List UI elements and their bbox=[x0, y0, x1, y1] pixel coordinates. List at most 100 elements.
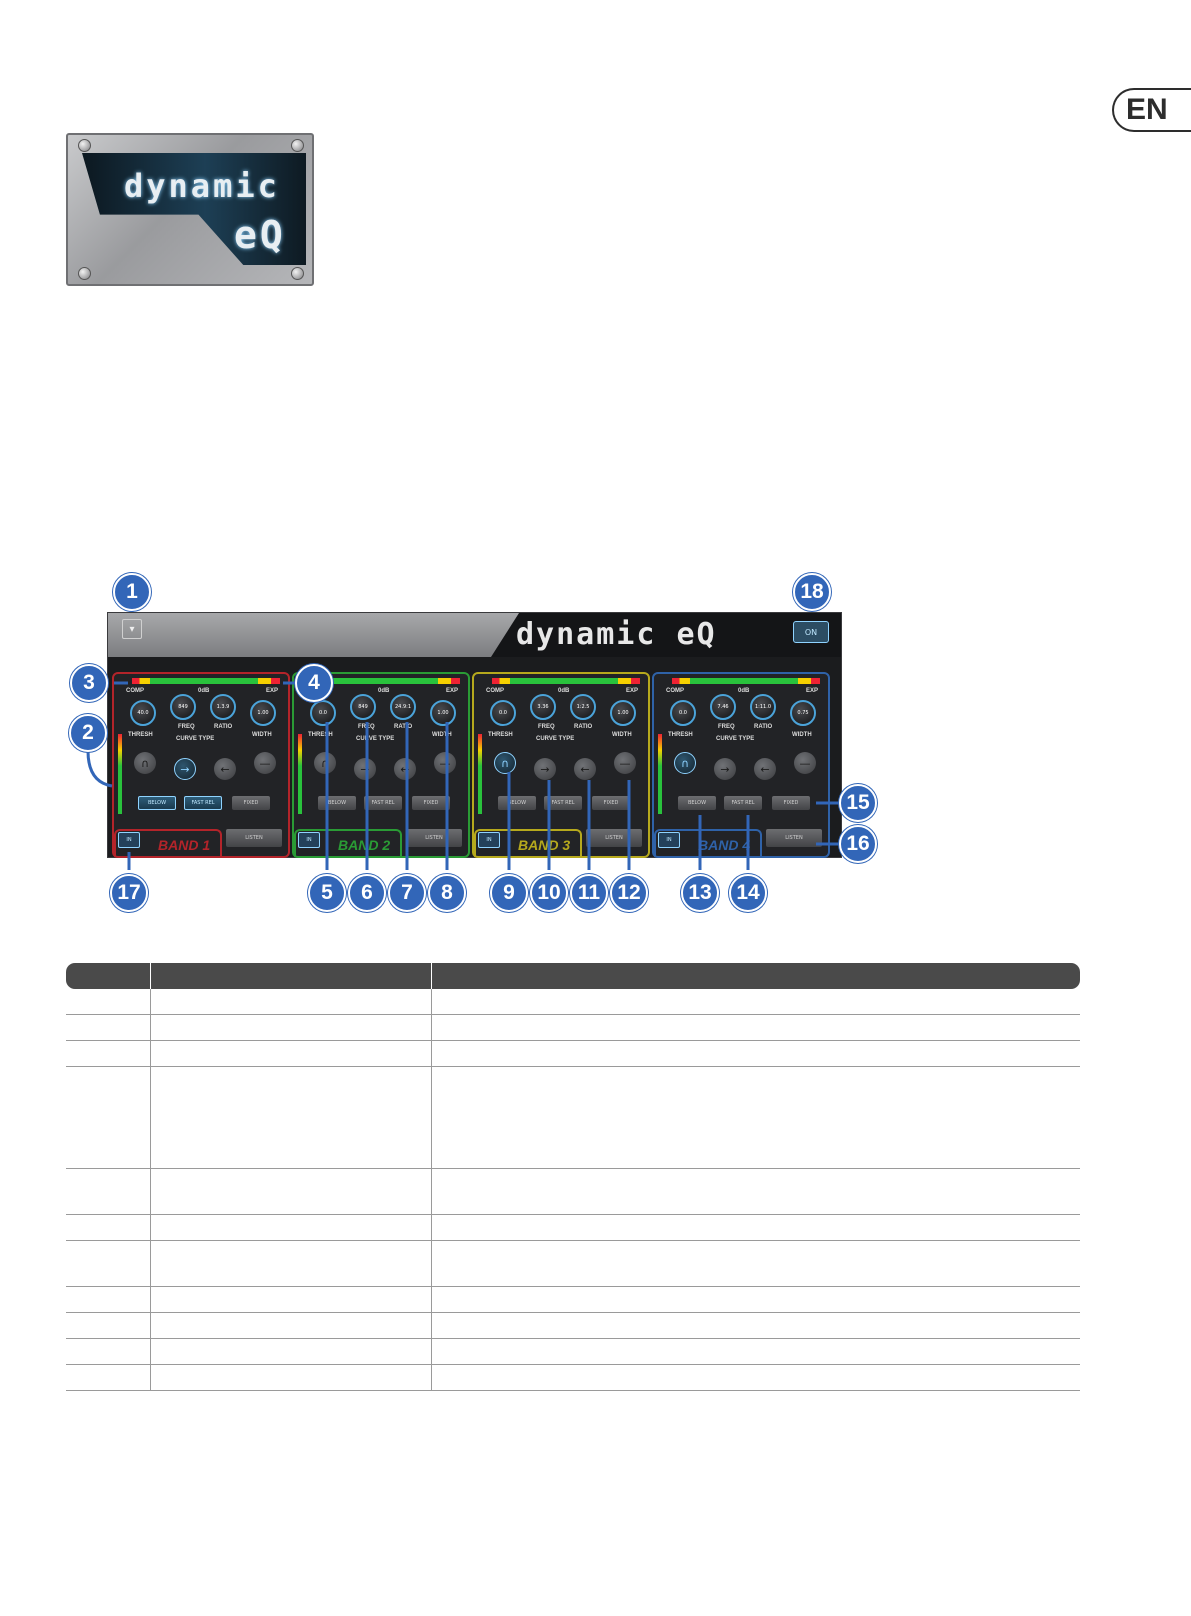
table-row bbox=[66, 1365, 1080, 1391]
ratio-knob[interactable]: 24.9:1 bbox=[390, 694, 416, 720]
bell-curve-icon: ∩ bbox=[680, 756, 690, 770]
curve-notch-button[interactable]: — bbox=[434, 752, 456, 774]
table-cell bbox=[432, 1015, 1080, 1040]
fast-rel-button[interactable]: FAST REL bbox=[184, 796, 222, 810]
table-cell bbox=[432, 1313, 1080, 1338]
curve-low-shelf-button[interactable]: → bbox=[354, 758, 376, 780]
callout-18: 18 bbox=[793, 573, 831, 611]
flat-line-icon: — bbox=[439, 756, 451, 770]
comp-label: COMP bbox=[486, 688, 504, 694]
curve-low-shelf-button[interactable]: → bbox=[714, 758, 736, 780]
low-shelf-icon: → bbox=[720, 762, 730, 776]
table-cell bbox=[66, 1287, 151, 1312]
ratio-knob[interactable]: 1:2.5 bbox=[570, 694, 596, 720]
on-button[interactable]: ON bbox=[793, 621, 829, 643]
curve-notch-button[interactable]: — bbox=[254, 752, 276, 774]
odb-label: 0dB bbox=[738, 688, 750, 694]
thresh-knob[interactable]: 40.0 bbox=[130, 700, 156, 726]
collapse-button[interactable]: ▾ bbox=[122, 619, 142, 639]
table-cell bbox=[432, 1169, 1080, 1214]
thresh-knob[interactable]: 0.0 bbox=[310, 700, 336, 726]
table-row bbox=[66, 1339, 1080, 1365]
curve-bell-button[interactable]: ∩ bbox=[674, 752, 696, 774]
below-button[interactable]: BELOW bbox=[678, 796, 716, 810]
width-knob[interactable]: 1.00 bbox=[250, 700, 276, 726]
table-cell bbox=[66, 1041, 151, 1066]
low-shelf-icon: → bbox=[540, 762, 550, 776]
width-label: WIDTH bbox=[432, 732, 452, 738]
curve-high-shelf-button[interactable]: ← bbox=[754, 758, 776, 780]
exp-label: EXP bbox=[266, 688, 279, 694]
fixed-button[interactable]: FIXED bbox=[232, 796, 270, 810]
curve-low-shelf-button[interactable]: → bbox=[174, 758, 196, 780]
width-label: WIDTH bbox=[252, 732, 272, 738]
table-cell bbox=[432, 1067, 1080, 1168]
level-meter bbox=[312, 678, 460, 684]
curve-low-shelf-button[interactable]: → bbox=[534, 758, 556, 780]
level-meter bbox=[492, 678, 640, 684]
curve-high-shelf-button[interactable]: ← bbox=[214, 758, 236, 780]
band-in-button[interactable]: IN bbox=[298, 832, 320, 848]
freq-knob[interactable]: 3.36 bbox=[530, 694, 556, 720]
band-in-button[interactable]: IN bbox=[658, 832, 680, 848]
screw-icon bbox=[78, 267, 91, 280]
fixed-button[interactable]: FIXED bbox=[772, 796, 810, 810]
fixed-button[interactable]: FIXED bbox=[592, 796, 630, 810]
exp-label: EXP bbox=[446, 688, 459, 694]
width-knob[interactable]: 1.00 bbox=[430, 700, 456, 726]
width-label: WIDTH bbox=[792, 732, 812, 738]
freq-knob[interactable]: 7.46 bbox=[710, 694, 736, 720]
table-cell bbox=[432, 989, 1080, 1014]
table-cell bbox=[432, 1215, 1080, 1240]
curve-high-shelf-button[interactable]: ← bbox=[394, 758, 416, 780]
high-shelf-icon: ← bbox=[220, 762, 230, 776]
band-label: BAND 4 bbox=[654, 829, 762, 857]
fast-rel-button[interactable]: FAST REL bbox=[544, 796, 582, 810]
bell-curve-icon: ∩ bbox=[500, 756, 510, 770]
listen-button[interactable]: LISTEN bbox=[226, 829, 282, 847]
curve-bell-button[interactable]: ∩ bbox=[494, 752, 516, 774]
listen-button[interactable]: LISTEN bbox=[766, 829, 822, 847]
fixed-button[interactable]: FIXED bbox=[412, 796, 450, 810]
ratio-label: RATIO bbox=[394, 724, 413, 730]
curve-high-shelf-button[interactable]: ← bbox=[574, 758, 596, 780]
fast-rel-button[interactable]: FAST REL bbox=[724, 796, 762, 810]
low-shelf-icon: → bbox=[180, 762, 190, 776]
header-dark-strip bbox=[491, 613, 841, 657]
band-in-button[interactable]: IN bbox=[118, 832, 140, 848]
thresh-knob[interactable]: 0.0 bbox=[490, 700, 516, 726]
callout-15: 15 bbox=[839, 784, 877, 822]
fast-rel-button[interactable]: FAST REL bbox=[364, 796, 402, 810]
band-in-button[interactable]: IN bbox=[478, 832, 500, 848]
curve-notch-button[interactable]: — bbox=[794, 752, 816, 774]
table-cell bbox=[432, 1287, 1080, 1312]
table-cell bbox=[151, 989, 432, 1014]
curve-notch-button[interactable]: — bbox=[614, 752, 636, 774]
freq-label: FREQ bbox=[538, 724, 555, 730]
header-cell-function bbox=[151, 963, 432, 989]
odb-label: 0dB bbox=[378, 688, 390, 694]
table-row bbox=[66, 1241, 1080, 1287]
below-button[interactable]: BELOW bbox=[138, 796, 176, 810]
thresh-label: THRESH bbox=[668, 732, 693, 738]
ratio-knob[interactable]: 1:11.0 bbox=[750, 694, 776, 720]
table-row bbox=[66, 1215, 1080, 1241]
width-knob[interactable]: 1.00 bbox=[610, 700, 636, 726]
callout-7: 7 bbox=[388, 874, 426, 912]
freq-knob[interactable]: 849 bbox=[350, 694, 376, 720]
band-1-section: COMP 0dB EXP 40.0 849 1.3.9 1.00 FREQ RA… bbox=[112, 672, 290, 858]
table-cell bbox=[66, 1339, 151, 1364]
curve-bell-button[interactable]: ∩ bbox=[134, 752, 156, 774]
table-cell bbox=[66, 989, 151, 1014]
chevron-down-icon: ▾ bbox=[129, 623, 135, 635]
callout-1: 1 bbox=[113, 573, 151, 611]
table-cell bbox=[66, 1067, 151, 1168]
ratio-knob[interactable]: 1.3.9 bbox=[210, 694, 236, 720]
header-cell-number bbox=[66, 963, 151, 989]
freq-knob[interactable]: 849 bbox=[170, 694, 196, 720]
table-cell bbox=[151, 1241, 432, 1286]
logo-word-dynamic: dynamic bbox=[124, 167, 280, 205]
curve-bell-button[interactable]: ∩ bbox=[314, 752, 336, 774]
thresh-knob[interactable]: 0.0 bbox=[670, 700, 696, 726]
width-knob[interactable]: 0.75 bbox=[790, 700, 816, 726]
